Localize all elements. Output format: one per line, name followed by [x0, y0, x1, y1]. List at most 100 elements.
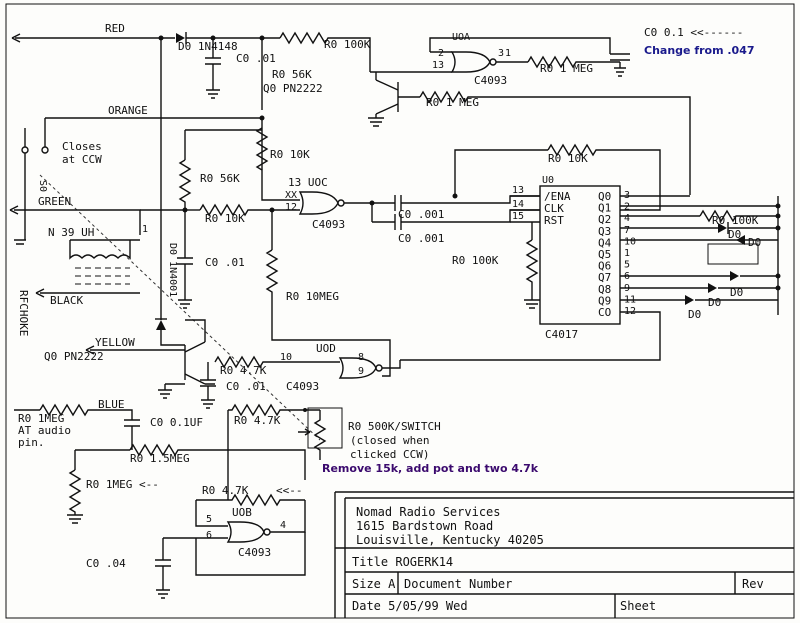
cap-diode-left: [155, 257, 193, 346]
switch-gang-dashline: [39, 174, 321, 441]
label-c4093-c: C4093: [312, 218, 345, 231]
label-uoa-pin13: 13: [432, 60, 444, 71]
ic-output-pin-4: 4: [624, 213, 630, 224]
label-pot: R0 500K/SWITCH: [348, 420, 441, 433]
label-d0-q3: D0: [728, 228, 741, 241]
label-d0-co: D0: [688, 308, 701, 321]
label-closes-2: at CCW: [62, 153, 102, 166]
label-uoa-pin1: 1: [505, 48, 511, 59]
switch-s0: [14, 118, 49, 245]
label-uob-pin4: 4: [280, 520, 286, 531]
ic-output-pin-2: 2: [624, 202, 630, 213]
transistor-q0-top: [368, 72, 691, 195]
label-uoc-pins: XX: [285, 190, 297, 201]
orange-net: [45, 115, 300, 213]
label-at-audio-1: AT audio: [18, 424, 71, 437]
label-uoa-pin3: 3: [498, 48, 504, 59]
label-r0-10k-mid: R0 10K: [270, 148, 310, 161]
label-uob-pin5: 5: [206, 514, 212, 525]
label-uoa-pin2: 2: [438, 48, 444, 59]
black-net: [35, 288, 140, 298]
label-cap-top-right: C0 0.1 <<------: [644, 26, 743, 39]
ic-output-label-co: CO: [598, 306, 611, 319]
tb-docnum: Document Number: [404, 577, 512, 591]
tb-sheet: Sheet: [620, 599, 656, 613]
wire-label-blue: BLUE: [98, 398, 125, 411]
label-r0-100k-rst: R0 100K: [452, 254, 499, 267]
ic-output-label-q8: Q8: [598, 283, 611, 296]
label-pot-note-2: clicked CCW): [350, 448, 429, 461]
note-change-cap: Change from .047: [644, 44, 755, 57]
label-uod-pin9: 9: [358, 366, 364, 377]
label-c0-01-top: C0 .01: [236, 52, 276, 65]
inductor-39uh: [69, 239, 140, 285]
label-c4017: C4017: [545, 328, 578, 341]
gate-uoc: [265, 191, 395, 366]
label-ic-ena: /ENA: [544, 190, 571, 203]
label-ic-clk: CLK: [544, 202, 564, 215]
green-net: [9, 203, 300, 258]
label-c4093-a: C4093: [474, 74, 507, 87]
label-ic-rst: RST: [544, 214, 564, 227]
ic-output-label-q9: Q9: [598, 294, 611, 307]
label-r0-4-7k-b: R0 4.7K: [234, 414, 281, 427]
ic-output-label-q2: Q2: [598, 213, 611, 226]
ic-output-pin-1: 1: [624, 248, 630, 259]
tb-rev: Rev: [742, 577, 764, 591]
ic-output-pin-7: 7: [624, 225, 630, 236]
ic-output-pin-10: 10: [624, 236, 636, 247]
label-c0-01uf: C0 0.1UF: [150, 416, 203, 429]
ic-output-label-q1: Q1: [598, 202, 611, 215]
label-diode-1n4148: D0 1N4148: [178, 40, 238, 53]
gate-uoa: [370, 37, 630, 77]
tb-street: 1615 Bardstown Road: [356, 519, 493, 533]
label-r0-56k-mid: R0 56K: [200, 172, 240, 185]
tb-size: Size A: [352, 577, 396, 591]
ic-output-wiring: [400, 195, 781, 361]
label-r0-10meg: R0 10MEG: [286, 290, 339, 303]
label-r0-100k-top: R0 100K: [324, 38, 371, 51]
r0-4-7k-c: [196, 493, 305, 507]
gate-uob: [155, 500, 306, 599]
label-q0-pn2222-top: Q0 PN2222: [263, 82, 323, 95]
tb-company: Nomad Radio Services: [356, 505, 501, 519]
tb-date: Date 5/05/99 Wed: [352, 599, 468, 613]
wire-label-yellow: YELLOW: [95, 336, 135, 349]
label-arrow-c: <<--: [276, 484, 303, 497]
label-r0-4-7k-a: R0 4.7K: [220, 364, 267, 377]
label-r0-4-7k-c: R0 4.7K: [202, 484, 249, 497]
label-r0-1meg-left: R0 1MEG <--: [86, 478, 159, 491]
r0-10k-right-loop: [452, 143, 661, 211]
ic-output-label-q6: Q6: [598, 260, 611, 273]
label-s0: S0: [37, 180, 48, 192]
gate-uod: [338, 357, 401, 379]
ic-output-pin-5: 5: [624, 260, 630, 271]
label-u0: U0: [542, 175, 554, 186]
label-c0-001-a: C0 .001: [398, 208, 444, 221]
label-ic-pin14: 14: [512, 199, 524, 210]
label-d0-q9: D0: [708, 296, 721, 309]
label-ic-pin15: 15: [512, 211, 524, 222]
note-remove-15k: Remove 15k, add pot and two 4.7k: [322, 462, 539, 475]
label-c0-01-b: C0 .01: [226, 380, 266, 393]
label-c4093-b: C4093: [238, 546, 271, 559]
label-uod-pin8: 8: [358, 352, 364, 363]
label-r0-1-5meg: R0 1.5MEG: [130, 452, 190, 465]
ic-output-label-q3: Q3: [598, 225, 611, 238]
label-n39-pin1: 1: [142, 224, 148, 235]
label-d0-q8: D0: [730, 286, 743, 299]
pot-500k: [227, 403, 343, 500]
label-at-audio-2: pin.: [18, 436, 45, 449]
ic-output-label-q5: Q5: [598, 248, 611, 261]
label-c4093-d: C4093: [286, 380, 319, 393]
wire-label-black: BLACK: [50, 294, 83, 307]
label-r0-100k-q: R0 100K: [712, 214, 759, 227]
label-ic-pin13: 13: [512, 185, 524, 196]
wire-label-orange: ORANGE: [108, 104, 148, 117]
tb-title: Title ROGERK14: [352, 555, 453, 569]
red-supply-net: [11, 31, 371, 320]
